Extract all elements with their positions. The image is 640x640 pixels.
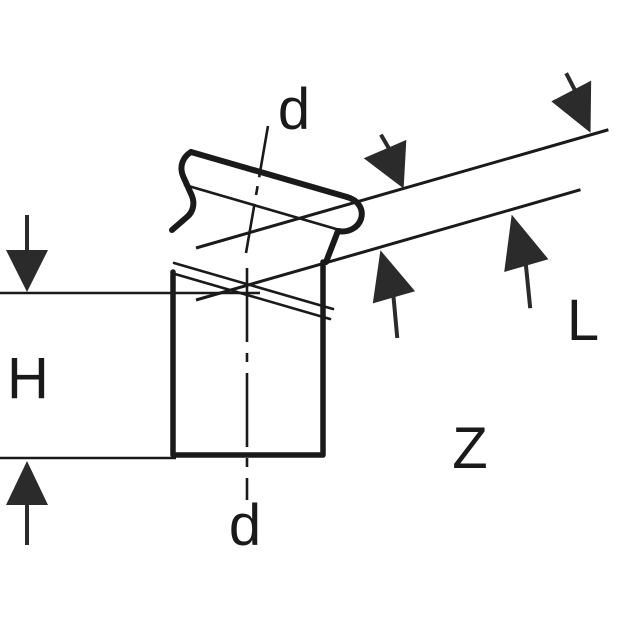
offset-dimension-line — [195, 188, 581, 302]
label-height: H — [7, 346, 49, 411]
label-offset: Z — [452, 416, 487, 481]
label-diameter-bottom: d — [229, 493, 261, 558]
socket-seat-line-upper — [172, 261, 335, 311]
label-length: L — [567, 288, 599, 353]
socket-inner-shoulder-line — [183, 183, 345, 233]
height-dimension-arrows — [6, 215, 48, 545]
height-upper-arrowhead-down — [6, 250, 48, 292]
length-dimension-axis — [195, 128, 609, 250]
length-dimension-arrows — [363, 72, 592, 189]
pipe-socket-outline — [169, 149, 365, 321]
offset-left-arrowhead — [372, 250, 416, 304]
pipe-body-outline — [170, 259, 326, 458]
pipe-body-walls — [170, 259, 326, 458]
centerlines-group — [244, 125, 270, 500]
label-diameter-top: d — [278, 77, 310, 142]
offset-left-arrow-shaft — [391, 295, 400, 339]
offset-right-arrowhead — [504, 214, 549, 272]
socket-centerline — [244, 125, 270, 254]
length-dimension-line — [195, 128, 609, 250]
socket-left-rim — [169, 149, 197, 233]
length-right-arrowhead — [551, 80, 592, 133]
length-left-arrowhead — [363, 139, 407, 189]
height-lower-arrowhead-up — [6, 461, 48, 505]
offset-dimension-arrows — [372, 214, 549, 339]
offset-dimension-axis — [195, 188, 581, 302]
offset-right-arrow-shaft — [523, 263, 533, 309]
socket-seat-line-lower — [173, 272, 332, 321]
socket-top-edge — [188, 149, 350, 200]
